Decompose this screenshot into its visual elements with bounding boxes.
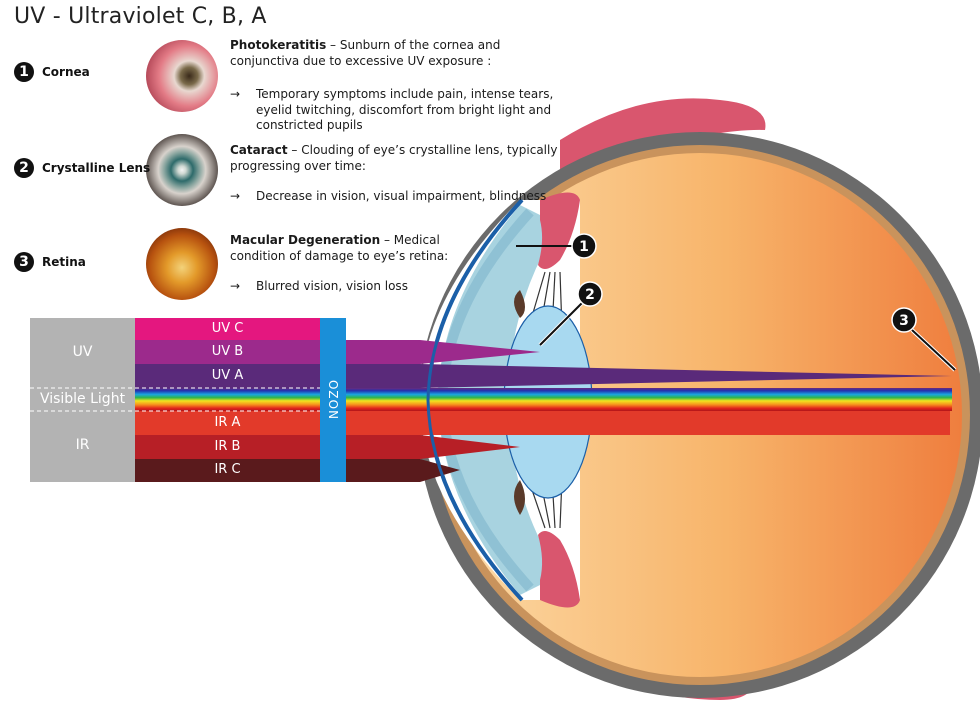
retina-thumbnail — [146, 228, 218, 300]
eye-marker-3 — [891, 307, 917, 333]
eye-marker-3-label: 3 — [899, 313, 909, 329]
page-title: UV - Ultraviolet C, B, A — [14, 4, 267, 29]
group-label-ir: IR — [75, 437, 90, 453]
group-label-uv: UV — [72, 344, 93, 360]
ira-ray — [346, 411, 950, 435]
condition-1-number: 1 — [14, 62, 34, 82]
eye-marker-2 — [577, 281, 603, 307]
uv-ir-bands — [135, 318, 320, 482]
uva-ray — [346, 364, 952, 388]
group-label-visible: Visible Light — [39, 391, 126, 407]
band-label-irc: IR C — [214, 462, 241, 477]
band-label-uva: UV A — [211, 368, 244, 383]
condition-2-heading: Cataract — [230, 143, 288, 157]
condition-2-bullet: Decrease in vision, visual impairment, b… — [256, 189, 547, 203]
condition-3-heading: Macular Degeneration — [230, 233, 381, 247]
uvb-ray — [346, 340, 540, 364]
eye-marker-1 — [571, 233, 597, 259]
condition-2-name: Crystalline Lens — [42, 161, 151, 175]
condition-1-heading: Photokeratitis — [230, 38, 327, 52]
eye-marker-2-label: 2 — [585, 287, 595, 303]
band-visible — [135, 388, 320, 411]
ozone-label: OZON — [320, 318, 346, 482]
arrow-icon: → — [230, 279, 241, 293]
condition-3-name: Retina — [42, 255, 86, 269]
band-label-uvc: UV C — [211, 321, 244, 336]
condition-3-bullet: Blurred vision, vision loss — [256, 279, 408, 293]
ozone-layer — [320, 318, 346, 482]
condition-3-number: 3 — [14, 252, 34, 272]
arrow-icon: → — [230, 189, 241, 203]
condition-1-description: Photokeratitis – Sunburn of the cornea a… — [230, 38, 560, 134]
lens-thumbnail — [146, 134, 218, 206]
band-uvb — [135, 340, 320, 364]
condition-1-heading-rest: – Sunburn of the cornea and conjunctiva … — [230, 38, 501, 68]
irc-ray — [346, 459, 460, 482]
band-label-uvb: UV B — [211, 344, 244, 359]
band-label-ira: IR A — [214, 415, 241, 430]
arrow-icon: → — [230, 87, 241, 101]
condition-1-bullet: Temporary symptoms include pain, intense… — [256, 87, 554, 132]
band-ira — [135, 411, 320, 435]
eye-marker-1-label: 1 — [579, 239, 589, 255]
band-irb — [135, 435, 320, 459]
cornea-thumbnail — [146, 40, 218, 112]
condition-2-description: Cataract – Clouding of eye’s crystalline… — [230, 143, 560, 205]
condition-2-number: 2 — [14, 158, 34, 178]
ozone-text: OZON — [326, 379, 340, 421]
visible-ray — [346, 388, 952, 411]
band-irc — [135, 459, 320, 482]
condition-1-name: Cornea — [42, 65, 90, 79]
band-uva — [135, 364, 320, 388]
condition-3-description: Macular Degeneration – Medical condition… — [230, 233, 490, 295]
band-label-irb: IR B — [214, 439, 241, 454]
lower-iris — [538, 531, 580, 608]
upper-iris — [538, 192, 580, 269]
band-uvc — [135, 318, 320, 340]
condition-3-heading-rest: – Medical condition of damage to eye’s r… — [230, 233, 449, 263]
condition-2-heading-rest: – Clouding of eye’s crystalline lens, ty… — [230, 143, 558, 173]
